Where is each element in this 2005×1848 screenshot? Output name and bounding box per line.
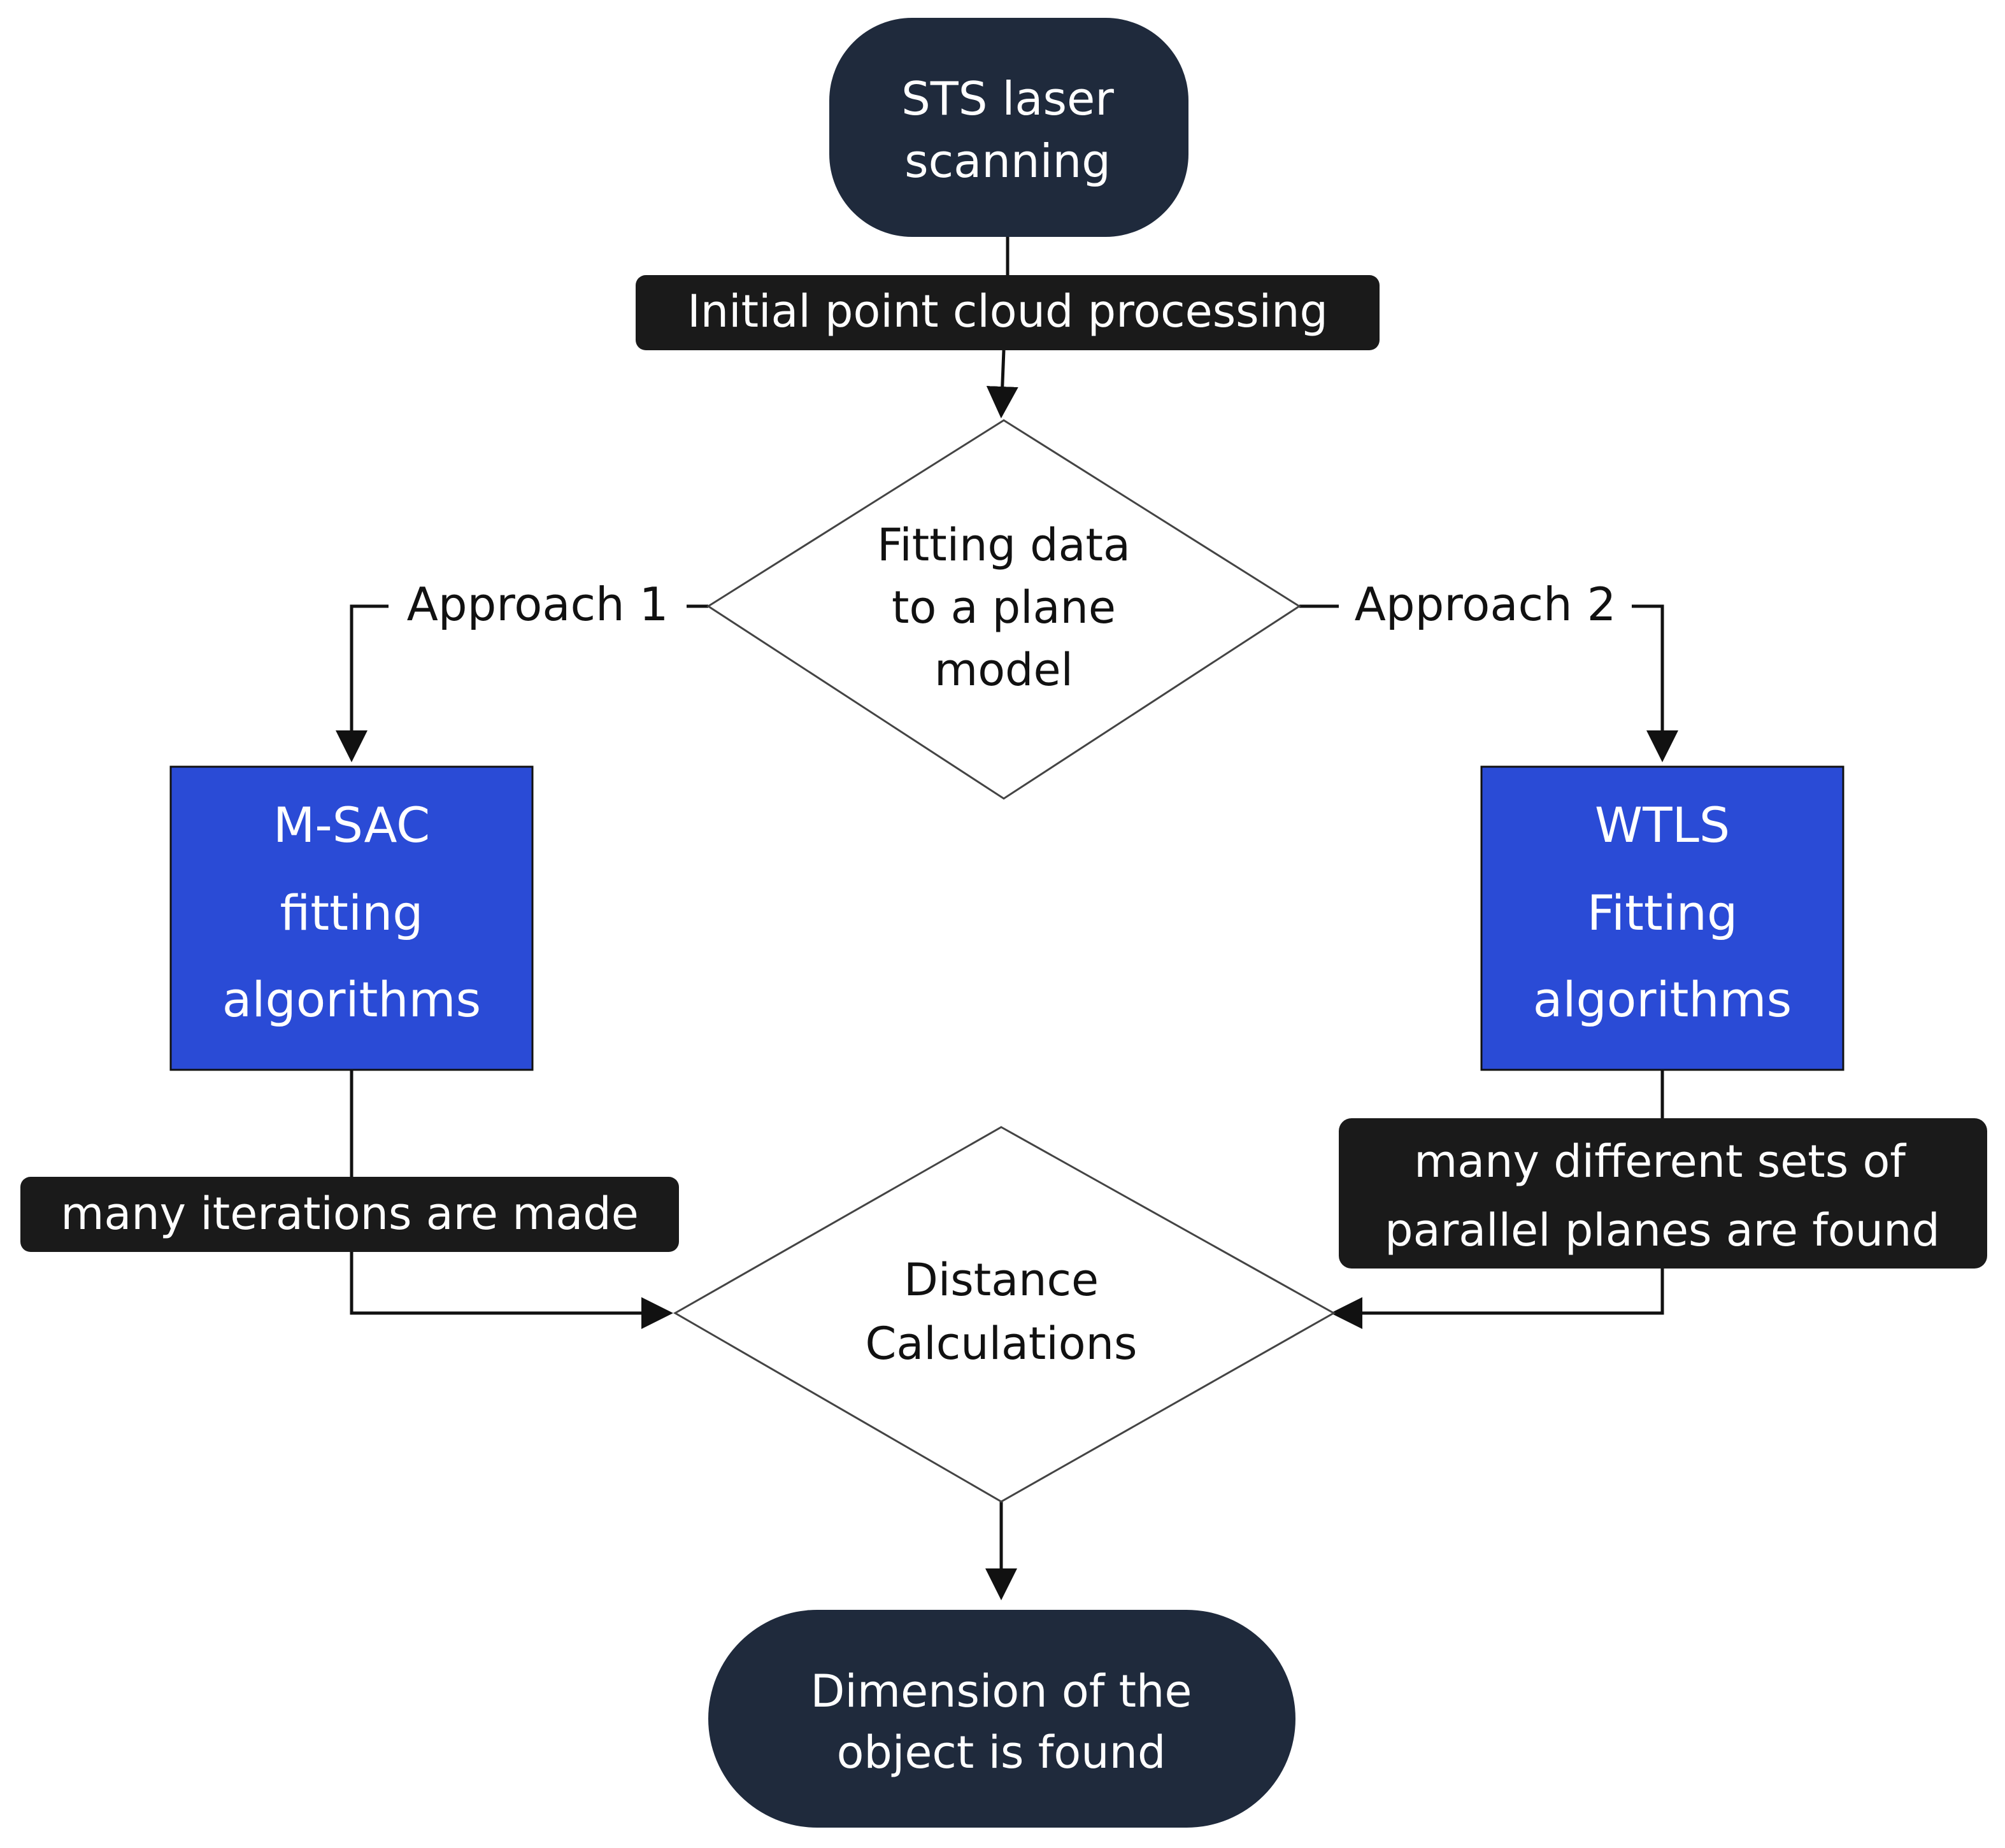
connector-approach2-to-wtls (1632, 604, 1678, 762)
initial-processing-text: Initial point cloud processing (687, 285, 1328, 338)
msac-line-2: fitting (280, 885, 424, 941)
distance-node: Distance Calculations (673, 1126, 1336, 1503)
distance-line-1: Distance (904, 1254, 1099, 1306)
end-node: Dimension of the object is found (708, 1610, 1295, 1828)
wtls-line-2: Fitting (1587, 885, 1737, 941)
fit-decision-line-2: to a plane (892, 581, 1116, 634)
start-node-line-2: scanning (904, 134, 1111, 188)
wtls-line-1: WTLS (1595, 797, 1730, 853)
iterations-label: many iterations are made (20, 1177, 679, 1252)
msac-line-3: algorithms (222, 971, 481, 1028)
connectors (336, 237, 1678, 1600)
fit-decision-line-1: Fitting data (877, 519, 1131, 571)
end-node-line-2: object is found (837, 1726, 1166, 1779)
end-node-line-1: Dimension of the (811, 1665, 1192, 1717)
parallel-planes-line-2: parallel planes are found (1385, 1204, 1940, 1256)
msac-node: M-SAC fitting algorithms (169, 765, 534, 1071)
connector-planes-to-distance (1331, 1269, 1664, 1329)
wtls-line-3: algorithms (1533, 971, 1792, 1028)
start-node: STS laser scanning (829, 18, 1188, 237)
parallel-planes-line-1: many different sets of (1414, 1135, 1906, 1188)
initial-processing-label: Initial point cloud processing (636, 275, 1380, 350)
start-node-line-1: STS laser (901, 72, 1114, 125)
iterations-text: many iterations are made (61, 1188, 639, 1240)
msac-line-1: M-SAC (273, 797, 430, 853)
connector-iterations-to-distance (350, 1252, 673, 1329)
connector-processing-to-decision (986, 350, 1018, 418)
connector-approach1-to-msac (336, 604, 389, 762)
fit-decision-line-3: model (934, 644, 1073, 696)
approach-2-label: Approach 2 (1355, 578, 1616, 631)
distance-line-2: Calculations (866, 1318, 1138, 1370)
approach-1-label: Approach 1 (407, 578, 669, 631)
wtls-node: WTLS Fitting algorithms (1480, 765, 1844, 1071)
parallel-planes-label: many different sets of parallel planes a… (1339, 1118, 1987, 1269)
fit-decision-node: Fitting data to a plane model (706, 419, 1301, 800)
